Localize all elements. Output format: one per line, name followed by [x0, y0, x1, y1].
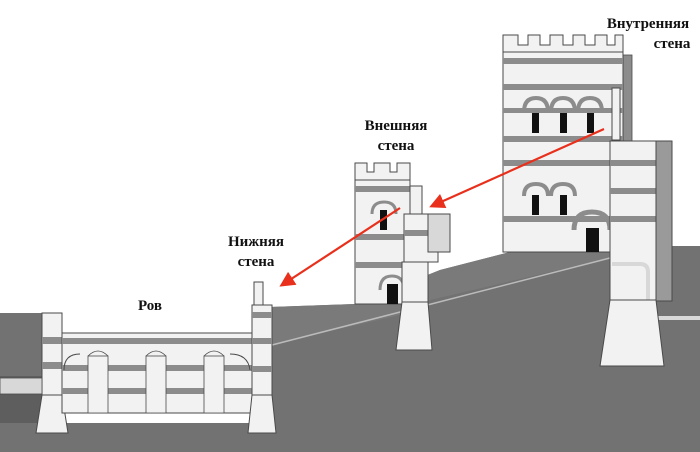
inner-arch-upper-3	[576, 95, 604, 113]
moat-arch-3	[145, 350, 167, 357]
moat-buttress-3	[203, 355, 225, 414]
inner-window-upper-1	[532, 113, 539, 133]
outer-annex-top	[427, 213, 451, 253]
outer-pier-base	[395, 301, 433, 351]
outer-tower-band-3	[355, 262, 410, 268]
inner-pier-base	[599, 299, 665, 367]
inner-wall-label-line1: Внутренняя	[607, 16, 689, 32]
outer-tower-window-arch	[370, 200, 398, 215]
inner-tower-band-2	[503, 84, 623, 90]
lower-wall-base	[247, 394, 277, 434]
inner-window-lower-1	[532, 195, 539, 215]
outer-annex-post	[409, 185, 423, 215]
outer-pier	[401, 261, 429, 303]
outer-wall-label-line2: стена	[378, 138, 415, 154]
slope-line	[271, 257, 611, 346]
lower-wall-band-3	[252, 366, 272, 372]
counterscarp-base	[35, 394, 69, 434]
moat-arch-5	[229, 353, 251, 371]
inner-window-upper-3	[587, 113, 594, 133]
inner-arch-lower-2	[549, 181, 577, 197]
moat-arch-2	[87, 350, 109, 357]
moat-buttress-2	[145, 355, 167, 414]
inner-tower-band-4	[503, 136, 623, 142]
outer-annex-band	[404, 230, 438, 236]
terrace-slope	[270, 252, 610, 345]
inner-tower-pipe	[611, 87, 621, 141]
inner-arch-upper-1	[522, 95, 550, 113]
moat-buttress-1	[87, 355, 109, 414]
inner-front-band-3	[610, 216, 656, 222]
inner-wall-label-line2: стена	[654, 36, 691, 52]
arrows	[279, 127, 605, 287]
inner-door-arch	[571, 209, 613, 231]
lower-wall-body	[251, 304, 273, 411]
outer-tower-band-1	[355, 186, 410, 192]
arrow-outer-to-lower	[279, 207, 401, 287]
inner-tower-band-1	[503, 58, 623, 64]
outer-tower-band-2	[355, 234, 410, 240]
arrow-inner-to-outer	[429, 127, 605, 208]
outer-wall-label-line1: Внешняя	[365, 118, 428, 134]
lower-wall-band-2	[252, 338, 272, 344]
inner-back-strip	[655, 140, 673, 302]
lower-wall	[247, 281, 277, 434]
moat-arch-1	[63, 353, 81, 371]
inner-tower-band-5	[503, 160, 623, 166]
inner-tower-crenels	[502, 34, 624, 53]
lower-wall-band-1	[252, 312, 272, 318]
inner-arch-upper-2	[549, 95, 577, 113]
outer-tower-door	[387, 284, 398, 304]
inner-door	[586, 228, 599, 252]
inner-tower-band-3	[503, 108, 623, 113]
moat-arch-4	[203, 350, 225, 357]
moat-wall-band-1	[62, 338, 252, 344]
inner-drain-pipe	[612, 262, 700, 320]
lower-wall-parapet	[253, 281, 264, 306]
outer-wall	[354, 162, 451, 351]
outer-tower-crenels	[354, 162, 411, 181]
inner-front-band-2	[610, 188, 656, 194]
moat-wall	[61, 332, 253, 414]
lower-wall-label-line2: стена	[238, 254, 275, 270]
inner-wall	[502, 34, 700, 367]
inner-window-upper-2	[560, 113, 567, 133]
inner-window-lower-2	[560, 195, 567, 215]
inner-arch-lower-1	[522, 181, 550, 197]
inner-front-band-1	[610, 160, 656, 166]
counterscarp-walkway	[0, 377, 43, 395]
counterscarp-band-1	[42, 337, 62, 344]
lower-wall-label-line1: Нижняя	[228, 234, 284, 250]
inner-tower-band-6	[503, 216, 623, 222]
counterscarp-band-2	[42, 362, 62, 369]
moat-label: Ров	[138, 298, 162, 314]
